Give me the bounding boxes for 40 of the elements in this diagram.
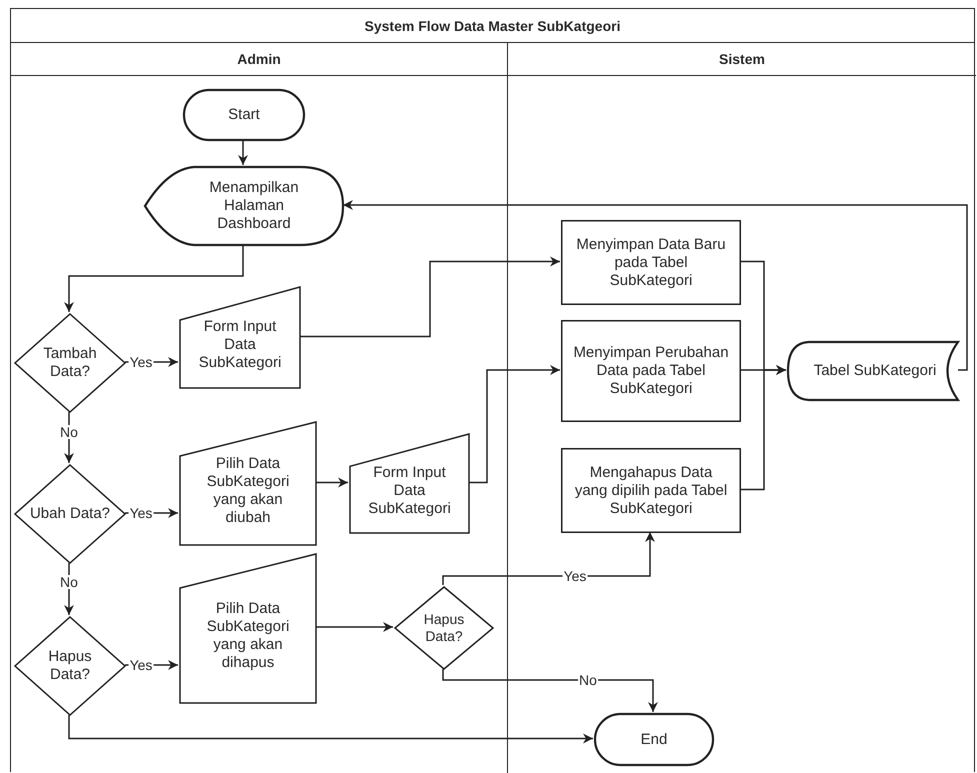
arrow <box>316 622 393 632</box>
lane-header: Sistem <box>508 43 976 76</box>
arrow <box>68 715 593 744</box>
end-terminator: End <box>594 713 714 766</box>
edge-label: No <box>578 673 598 687</box>
decision-diamond: Hapus Data? <box>14 616 126 716</box>
start-terminator: Start <box>183 89 305 141</box>
arrow <box>343 200 968 371</box>
arrow <box>469 365 560 484</box>
edge-label: Yes <box>562 569 588 583</box>
arrow <box>238 140 248 165</box>
process-box: Mengahapus Data yang dipilih pada Tabel SubKategori <box>561 448 741 533</box>
pool-title: System Flow Data Master SubKatgeori <box>11 9 974 43</box>
arrow <box>300 256 560 338</box>
arrow <box>316 478 348 488</box>
decision-diamond: Ubah Data? <box>14 464 126 564</box>
arrow <box>442 669 658 712</box>
swimlane-lane <box>11 43 508 773</box>
process-box: Menyimpan Data Baru pada Tabel SubKategori <box>561 220 741 305</box>
edge-label: Yes <box>128 506 154 520</box>
lane-header: Admin <box>11 43 507 76</box>
manual-input-shape: Pilih Data SubKategori yang akan diubah <box>179 421 317 546</box>
edge-label: No <box>59 425 79 439</box>
process-box: Menyimpan Perubahan Data pada Tabel SubKategori <box>561 320 741 422</box>
arrow <box>442 532 655 585</box>
decision-diamond: Hapus Data? <box>394 586 494 670</box>
arrow <box>64 245 244 312</box>
arrow <box>740 365 786 490</box>
manual-input-shape: Pilih Data SubKategori yang akan dihapus <box>179 553 317 704</box>
edge-label: Yes <box>128 355 154 369</box>
decision-diamond: Tambah Data? <box>14 313 126 413</box>
edge-label: No <box>59 575 79 589</box>
manual-input-shape: Form Input Data SubKategori <box>349 433 470 534</box>
swimlane-pool <box>10 8 975 772</box>
edge-label: Yes <box>128 658 154 672</box>
arrow <box>64 412 74 463</box>
display-shape: Menampilkan Halaman Dashboard <box>144 166 344 246</box>
arrow <box>64 563 74 615</box>
stored-data-shape: Tabel SubKategori <box>787 341 959 401</box>
manual-input-shape: Form Input Data SubKategori <box>179 286 301 389</box>
